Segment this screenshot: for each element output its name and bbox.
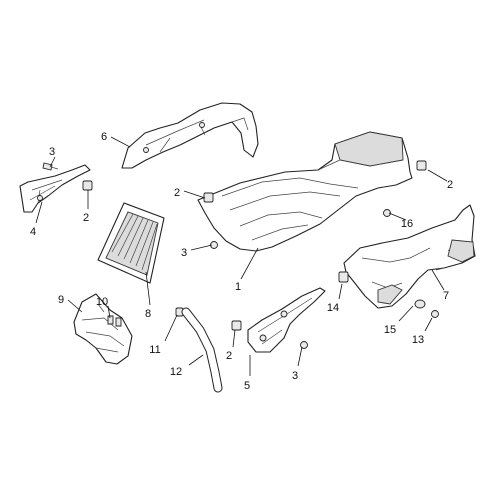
callout-number: 8 — [145, 308, 151, 320]
part-7-right-cover — [343, 204, 476, 309]
fastener-3-lower — [300, 341, 308, 349]
leader-line — [110, 136, 131, 148]
leader-line — [240, 247, 259, 280]
leader-line — [107, 305, 111, 319]
callout-number: 5 — [244, 380, 250, 392]
leader-line — [398, 305, 414, 322]
leader-line — [297, 346, 303, 367]
leader-line — [338, 283, 343, 300]
callout-number: 9 — [58, 294, 64, 306]
leader-line — [35, 201, 43, 224]
callout-number: 7 — [443, 290, 449, 302]
callout-number: 2 — [226, 350, 232, 362]
leader-line — [190, 244, 213, 251]
callout-number: 2 — [174, 187, 180, 199]
callout-number: 10 — [96, 296, 108, 308]
leader-line — [164, 314, 178, 342]
part-12-hose — [181, 307, 223, 393]
callout-number: 12 — [170, 366, 182, 378]
callout-number: 16 — [401, 218, 413, 230]
callout-number: 11 — [149, 344, 160, 356]
leader-line — [145, 271, 151, 306]
fastener-3-left — [42, 162, 59, 171]
part-6-upper-cover — [121, 102, 259, 169]
callout-number: 1 — [235, 281, 241, 293]
leader-line — [49, 156, 56, 168]
leader-line — [183, 190, 206, 199]
part-4-left-bracket — [19, 164, 91, 213]
leader-line — [188, 354, 204, 366]
callout-number: 13 — [412, 334, 424, 346]
leader-line — [424, 317, 433, 332]
callout-number: 3 — [292, 370, 298, 382]
fasteners-10 — [107, 315, 122, 327]
clip-2-center — [203, 192, 214, 203]
callout-number: 3 — [49, 146, 55, 158]
callout-number: 15 — [384, 324, 396, 336]
part-8-side-panel — [97, 202, 165, 284]
leader-line — [232, 329, 236, 348]
clip-2-lower — [231, 320, 242, 331]
leader-line — [388, 212, 407, 221]
part-5-lower-bracket — [247, 287, 326, 353]
callout-number: 6 — [101, 131, 107, 143]
clip-2-right — [416, 160, 427, 171]
part-1-rear-fender — [197, 131, 413, 252]
leader-line — [431, 269, 445, 291]
callout-number: 14 — [327, 302, 339, 314]
clip-14 — [338, 271, 349, 283]
callout-number: 2 — [83, 212, 89, 224]
leader-line — [67, 299, 83, 313]
screw-16 — [383, 209, 391, 217]
callout-number: 2 — [447, 179, 453, 191]
bushing-15 — [414, 299, 426, 309]
screw-13 — [431, 310, 439, 318]
leader-line — [427, 169, 448, 182]
callout-number: 3 — [181, 247, 187, 259]
callout-number: 4 — [30, 226, 36, 238]
clip-2-left — [82, 180, 93, 191]
part-9-lower-bracket — [73, 293, 133, 365]
